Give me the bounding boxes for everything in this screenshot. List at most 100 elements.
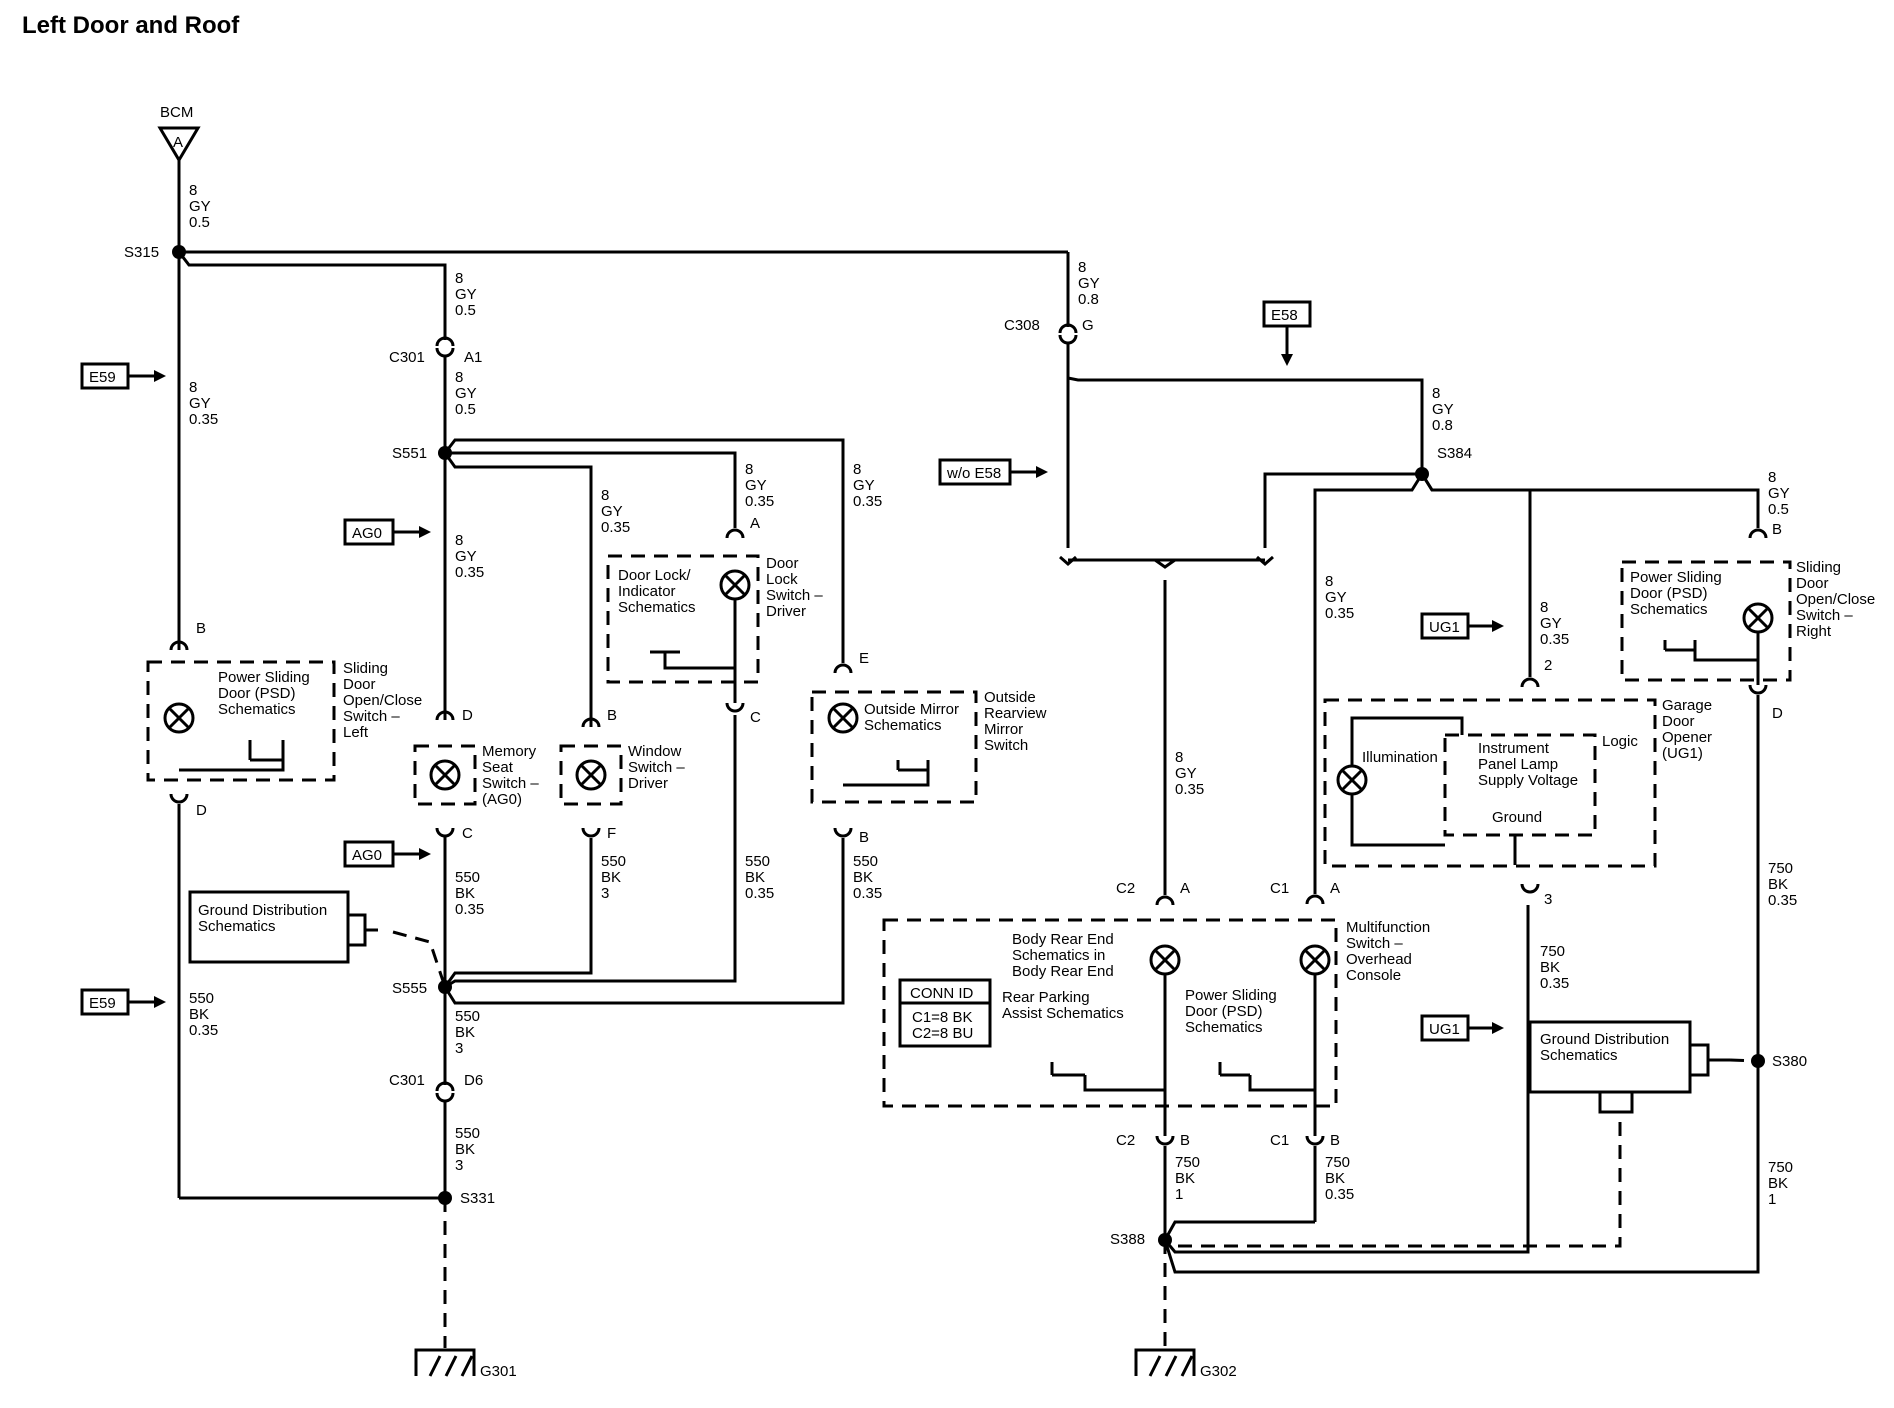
svg-text:BK: BK [455,1024,475,1041]
pin-mirror-bottom: B [859,829,869,846]
svg-text:0.35: 0.35 [455,901,484,918]
pin-mirror-top: E [859,650,869,667]
svg-text:750: 750 [1175,1154,1200,1171]
bcm-label: BCM [160,104,193,121]
splice-s315-label: S315 [124,244,159,261]
garage-illumination: Illumination [1362,749,1438,766]
memory-name-line3: Switch – [482,775,539,792]
pin-garage-top: 2 [1544,657,1552,674]
rear-parking-line2: Assist Schematics [1002,1005,1124,1022]
pin-c1-top: A [1330,880,1340,897]
svg-text:0.35: 0.35 [745,493,774,510]
connector-arcs [169,323,1768,1146]
pin-right-psd-top: B [1772,521,1782,538]
svg-text:8: 8 [601,487,609,504]
pin-window-top: B [607,707,617,724]
garage-ground: Ground [1492,809,1542,826]
splice-s388-label: S388 [1110,1231,1145,1248]
garage-name-line1: Garage [1662,697,1712,714]
doorlock-name-line4: Driver [766,603,806,620]
svg-text:550: 550 [853,853,878,870]
svg-text:8: 8 [1175,749,1183,766]
svg-text:550: 550 [601,853,626,870]
svg-text:0.35: 0.35 [1175,781,1204,798]
door-lock-switch: Door Lock/ Indicator Schematics Door Loc… [606,554,823,703]
svg-text:0.35: 0.35 [1540,631,1569,648]
splice-s551-label: S551 [392,445,427,462]
svg-text:0.35: 0.35 [853,493,882,510]
svg-text:GY: GY [1175,765,1197,782]
multifunc-line1: Multifunction [1346,919,1430,936]
mirror-name-line2: Rearview [984,705,1047,722]
ground-dist-left-line2: Schematics [198,918,276,935]
multifunc-line4: Console [1346,967,1401,984]
memory-name-line2: Seat [482,759,514,776]
memory-seat-switch: Memory Seat Switch – (AG0) [413,743,539,808]
splice-dots [172,245,1765,1247]
option-ug1-2-box [1420,1014,1470,1042]
right-wires [1059,252,1760,1274]
garage-door-opener: Illumination Instrument Panel Lamp Suppl… [1323,697,1712,868]
pin-doorlock-bottom: C [750,709,761,726]
svg-text:8: 8 [455,532,463,549]
pin-memory-top: D [462,707,473,724]
svg-text:GY: GY [189,395,211,412]
pin-memory-bottom: C [462,825,473,842]
svg-text:0.35: 0.35 [1768,892,1797,909]
window-switch: Window Switch – Driver [559,743,685,806]
svg-text:0.8: 0.8 [1432,417,1453,434]
left-psd-name-line4: Switch – [343,708,400,725]
svg-text:8: 8 [1768,469,1776,486]
sliding-door-switch-right: Power Sliding Door (PSD) Schematics Slid… [1620,559,1875,685]
doorlock-name-line3: Switch – [766,587,823,604]
right-psd-box-line1: Power Sliding [1630,569,1722,586]
svg-text:8: 8 [853,461,861,478]
option-ag0-2-box [343,840,395,868]
ground-g301: G301 [414,1348,517,1380]
svg-text:GY: GY [1540,615,1562,632]
ground-dist-right-line2: Schematics [1540,1047,1618,1064]
psd-center-line1: Power Sliding [1185,987,1277,1004]
splice-s380 [1751,1054,1765,1068]
c308-pin: G [1082,317,1094,334]
garage-supply-line3: Supply Voltage [1478,772,1578,789]
pin-c2-bottom: B [1180,1132,1190,1149]
svg-text:0.5: 0.5 [455,401,476,418]
c301-bottom-label: C301 [389,1072,425,1089]
doorlock-name-line1: Door [766,555,799,572]
svg-text:0.35: 0.35 [853,885,882,902]
svg-text:0.5: 0.5 [189,214,210,231]
svg-text:BK: BK [1175,1170,1195,1187]
svg-text:GY: GY [1768,485,1790,502]
body-rear-line1: Body Rear End [1012,931,1114,948]
svg-text:BK: BK [1325,1170,1345,1187]
option-ug1-1: UG1 [1429,619,1460,636]
svg-text:550: 550 [455,1125,480,1142]
svg-text:BK: BK [455,1141,475,1158]
multifunc-line3: Overhead [1346,951,1412,968]
svg-text:550: 550 [189,990,214,1007]
svg-text:BK: BK [1540,959,1560,976]
multifunction-switch-area: CONN ID C1=8 BK C2=8 BU Body Rear End Sc… [882,918,1430,1136]
right-psd-box-line3: Schematics [1630,601,1708,618]
svg-text:750: 750 [1768,860,1793,877]
svg-text:BK: BK [1768,1175,1788,1192]
left-psd-name-line1: Sliding [343,660,388,677]
body-rear-line3: Body Rear End [1012,963,1114,980]
garage-name-line2: Door [1662,713,1695,730]
c1-bottom-label: C1 [1270,1132,1289,1149]
right-psd-name-line3: Open/Close [1796,591,1875,608]
memory-name-line4: (AG0) [482,791,522,808]
right-psd-box-line2: Door (PSD) [1630,585,1708,602]
